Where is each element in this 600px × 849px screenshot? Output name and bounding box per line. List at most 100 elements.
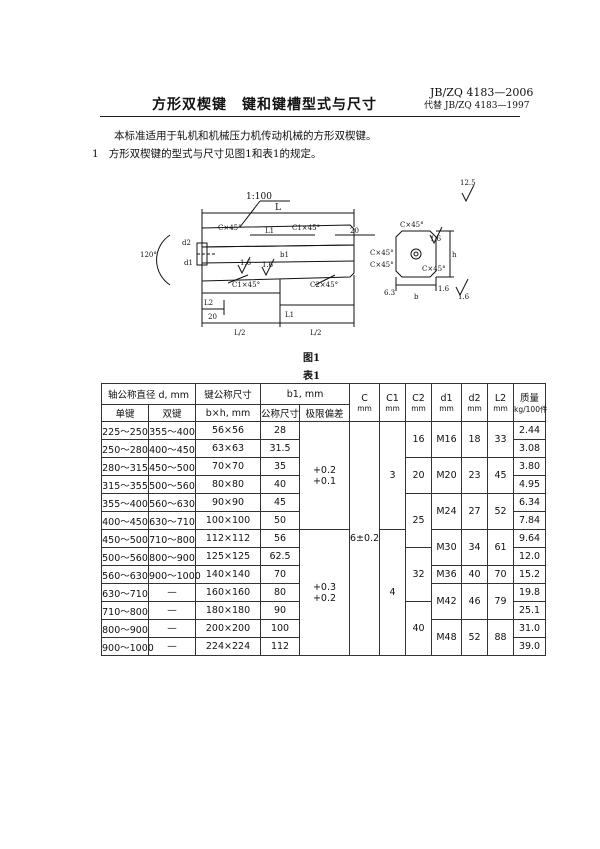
section-outline xyxy=(395,230,437,278)
header-c-symbol: C xyxy=(361,392,368,404)
header-c1-symbol: C1 xyxy=(386,392,399,404)
cell-l2: 52 xyxy=(487,493,515,530)
header-d1-symbol: d1 xyxy=(440,392,453,404)
cell-c1-group-1: 3 xyxy=(379,421,407,530)
taper-label: 1:100 xyxy=(246,192,272,202)
key-body-top-outline xyxy=(201,224,355,248)
header-shaft-diameter: 轴公称直径 d, mm xyxy=(100,383,197,405)
cell-single: 560～630 xyxy=(101,565,149,584)
cell-d1: M42 xyxy=(431,583,463,620)
cell-b1: 56 xyxy=(260,529,301,548)
cell-l2: 61 xyxy=(487,529,515,566)
header-mass-label: 质量 xyxy=(520,393,540,404)
cell-l2: 79 xyxy=(487,583,515,620)
angle-arc xyxy=(156,234,171,286)
cell-mass: 31.0 xyxy=(513,619,547,638)
chamfer-c2-label: C2×45° xyxy=(310,281,338,289)
cell-c: 6±0.2 xyxy=(349,421,381,656)
cell-dev-lower: +0.2 xyxy=(312,592,337,604)
cell-size: 63×63 xyxy=(195,439,262,458)
chamfer-c1b-label: C1×45° xyxy=(232,281,260,289)
cell-b1: 80 xyxy=(260,583,301,602)
cell-single: 900～1000 xyxy=(101,637,154,656)
cell-double: 900～1000 xyxy=(147,565,201,584)
section-chamfer-label: C×45° xyxy=(400,221,424,229)
cell-double: — xyxy=(147,601,197,620)
unit-mm: mm xyxy=(411,403,426,413)
cell-single: 225～250 xyxy=(101,421,149,440)
unit-mm: mm xyxy=(439,403,454,413)
cell-d2: 46 xyxy=(461,583,489,620)
cell-d2: 52 xyxy=(461,619,489,656)
cell-d1: M48 xyxy=(431,619,463,656)
cell-l2: 33 xyxy=(487,421,515,458)
header-l2-symbol: L2 xyxy=(494,392,507,404)
cell-double: — xyxy=(147,583,197,602)
cell-size: 90×90 xyxy=(195,493,262,512)
table-row: 315～355 500～560 80×80 40 4.95 xyxy=(101,475,547,494)
cell-single: 315～355 xyxy=(101,475,149,494)
roughness-symbol xyxy=(429,226,443,245)
cell-b1: 28 xyxy=(260,421,301,440)
table-row: 500～560 800～900 125×125 62.5 32 12.0 xyxy=(101,547,547,602)
cell-mass: 9.64 xyxy=(513,529,547,548)
cell-mass: 19.8 xyxy=(513,583,547,602)
width-label: b xyxy=(414,293,419,301)
cell-double: 355～400 xyxy=(147,421,197,440)
header-key-size: 键公称尺寸 xyxy=(195,383,262,405)
angle-label: 120° xyxy=(140,251,157,259)
cell-dev-upper: +0.3 xyxy=(312,581,337,593)
cell-mass: 2.44 xyxy=(513,421,547,440)
l1b-label: L1 xyxy=(285,311,294,319)
cell-c2: 40 xyxy=(405,601,433,656)
unit-mm: mm xyxy=(385,403,400,413)
cell-c2: 25 xyxy=(405,493,433,548)
clause-text: 方形双楔键的型式与尺寸见图1和表1的规定。 xyxy=(108,148,322,160)
cell-size: 224×224 xyxy=(195,637,262,656)
cell-size: 56×56 xyxy=(195,421,262,440)
cell-single: 250～280 xyxy=(101,439,149,458)
cell-size: 200×200 xyxy=(195,619,262,638)
table-row: 560～630 900～1000 140×140 70 M36 40 70 15… xyxy=(101,565,547,584)
unit-mm: mm xyxy=(493,403,508,413)
header-double-key: 双键 xyxy=(147,404,197,422)
page-title: 方形双楔键 键和键槽型式与尺寸 xyxy=(152,97,377,113)
cell-size: 80×80 xyxy=(195,475,262,494)
cell-double: — xyxy=(147,619,197,638)
cell-b1: 70 xyxy=(260,565,301,584)
cell-double: 500～560 xyxy=(147,475,197,494)
cell-size: 125×125 xyxy=(195,547,262,566)
table-row: 225～250 355～400 56×56 28 +0.2+0.1 6±0.2 … xyxy=(101,421,547,656)
header-single-key: 单键 xyxy=(101,404,149,422)
cell-d2: 27 xyxy=(461,493,489,530)
cell-b1: 62.5 xyxy=(260,547,301,566)
header-rule xyxy=(100,116,520,117)
cell-d1: M30 xyxy=(431,529,463,566)
cell-d2: 18 xyxy=(461,421,489,458)
cell-b1: 90 xyxy=(260,601,301,620)
clause-number: 1 xyxy=(92,148,99,160)
section-chamfer-label: C×45° xyxy=(370,249,394,257)
d2-label: d2 xyxy=(182,239,191,247)
half-length-label: L/2 xyxy=(234,329,245,337)
cell-double: — xyxy=(147,637,197,656)
header-key-size-sub: b×h, mm xyxy=(195,404,262,422)
unit-mm: mm xyxy=(467,403,482,413)
table-row: 900～1000 — 224×224 112 39.0 xyxy=(101,637,547,656)
cell-double: 560～630 xyxy=(147,493,197,512)
cell-single: 800～900 xyxy=(101,619,149,638)
cell-size: 70×70 xyxy=(195,457,262,476)
cell-mass: 3.08 xyxy=(513,439,547,458)
half-length-label: L/2 xyxy=(310,329,321,337)
roughness-label: 1.6 xyxy=(430,235,442,243)
cell-size: 160×160 xyxy=(195,583,262,602)
cell-d1: M24 xyxy=(431,493,463,530)
height-label: h xyxy=(452,251,457,259)
